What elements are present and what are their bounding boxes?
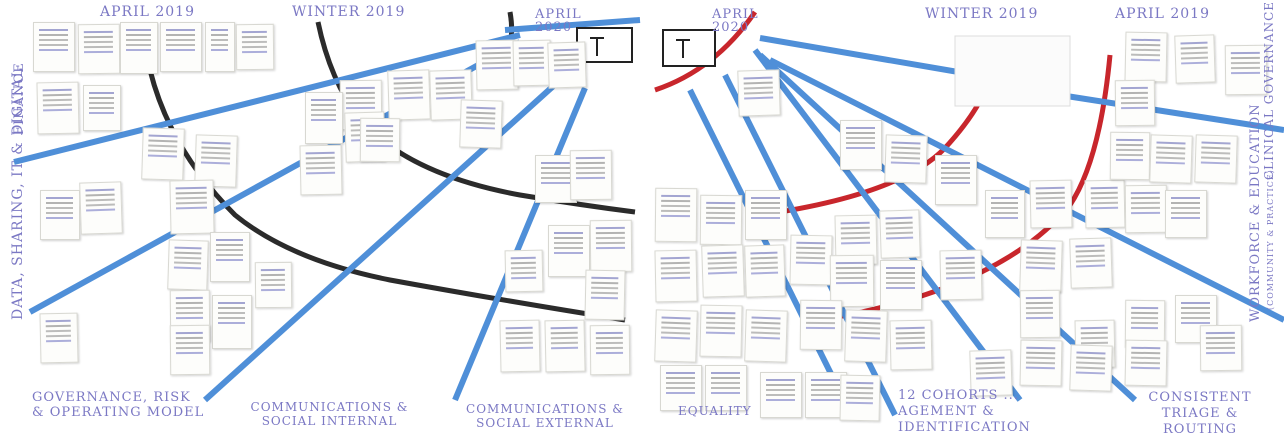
sticky-note [83, 85, 121, 131]
workstream-workforce-education: WORKFORCE & EDUCATION [1248, 103, 1263, 322]
workstream-triage-routing: CONSISTENT TRIAGE & ROUTING [1148, 390, 1252, 437]
workstream-comms-internal: COMMUNICATIONS & SOCIAL INTERNAL [250, 400, 409, 428]
sticky-note [1084, 179, 1126, 229]
sticky-note [699, 304, 743, 358]
sticky-note [1199, 324, 1243, 372]
sticky-note [33, 22, 75, 72]
sticky-note [299, 144, 343, 196]
sticky-note [985, 190, 1025, 238]
sticky-note [1124, 339, 1168, 387]
sticky-note [799, 299, 843, 351]
label-april-2019-left: APRIL 2019 [100, 4, 195, 20]
workstream-comms-external: COMMUNICATIONS & SOCIAL EXTERNAL [466, 402, 624, 430]
sticky-note [359, 117, 401, 163]
sticky-note [167, 239, 209, 291]
sticky-note [1019, 339, 1063, 387]
sticky-note [654, 249, 698, 303]
sticky-note [235, 23, 275, 71]
sticky-note [504, 249, 544, 293]
sticky-note [884, 134, 928, 184]
easel-sketch-icon-left [576, 27, 633, 63]
label-april-2020-left: APRIL 2020 [535, 7, 582, 35]
sticky-note [120, 22, 158, 74]
sticky-note [210, 232, 250, 282]
sticky-note [39, 312, 79, 364]
sticky-note [548, 225, 590, 277]
sticky-note [654, 309, 698, 363]
sticky-note [212, 295, 252, 349]
sticky-note [459, 99, 503, 149]
sticky-note [387, 69, 431, 121]
sticky-note [789, 234, 833, 286]
sticky-note [744, 309, 788, 363]
sticky-note [935, 155, 977, 205]
sticky-note [760, 372, 802, 418]
sticky-note [1194, 134, 1238, 184]
sticky-note [1109, 131, 1151, 181]
sticky-note [79, 181, 123, 235]
sticky-note [141, 127, 185, 181]
sticky-note [1124, 184, 1168, 234]
sticky-note [1149, 134, 1193, 184]
sticky-note [744, 244, 786, 298]
sticky-note [737, 69, 781, 117]
sticky-note [889, 319, 933, 371]
sticky-note [880, 260, 922, 310]
label-april-2020-right: APRIL 2020 [712, 7, 759, 35]
workstream-governance: GOVERNANCE, RISK & OPERATING MODEL [32, 390, 205, 420]
sticky-note [1069, 237, 1113, 289]
flipchart-sheet [954, 35, 1071, 107]
sticky-note [569, 149, 613, 201]
sticky-note [654, 187, 698, 243]
sticky-note [584, 269, 626, 321]
sticky-note [77, 23, 121, 75]
sticky-note [254, 261, 293, 309]
sticky-note [205, 22, 235, 72]
sticky-note [939, 249, 983, 301]
sticky-note [499, 319, 541, 373]
sticky-note [1019, 239, 1063, 293]
sticky-note [839, 374, 881, 422]
whiteboard-photo: APRIL 2019 WINTER 2019 APRIL 2020 FINANC… [0, 0, 1284, 429]
sticky-note [544, 319, 586, 373]
sticky-note [1124, 31, 1168, 83]
sticky-note [745, 190, 787, 240]
sticky-note [1069, 344, 1113, 392]
sticky-note [699, 194, 743, 246]
easel-sketch-icon-right [662, 29, 716, 67]
sticky-note [1019, 289, 1061, 339]
workstream-clinical-governance: CLINICAL GOVERNANCE & RISK [1262, 0, 1276, 180]
sticky-note [840, 120, 882, 170]
sticky-note [1165, 190, 1207, 238]
sticky-note [169, 324, 211, 376]
sticky-note [879, 209, 921, 259]
sticky-note [36, 81, 80, 135]
sticky-note [160, 22, 202, 72]
sticky-note [701, 244, 745, 298]
sticky-note [547, 41, 587, 89]
label-winter-2019-right: WINTER 2019 [925, 6, 1039, 22]
sticky-note [1224, 44, 1268, 96]
sticky-note [589, 324, 631, 376]
sticky-note [1174, 34, 1216, 84]
sticky-note [1114, 79, 1156, 127]
sticky-note [660, 365, 702, 411]
sticky-note [844, 309, 888, 363]
sticky-note [169, 179, 215, 235]
workstream-equality: EQUALITY [678, 404, 752, 418]
workstream-data-sharing: DATA, SHARING, IT & DIGITAL [10, 67, 26, 320]
sticky-note [512, 39, 552, 87]
workstream-community-practice: (COMMUNITY & PRACTICE) [1266, 169, 1275, 310]
sticky-note [305, 92, 343, 144]
label-winter-2019-left: WINTER 2019 [292, 4, 406, 20]
sticky-note [705, 365, 747, 411]
sticky-note [40, 190, 80, 240]
sticky-note [589, 219, 633, 273]
sticky-note [1029, 179, 1073, 229]
label-april-2019-right: APRIL 2019 [1115, 6, 1210, 22]
